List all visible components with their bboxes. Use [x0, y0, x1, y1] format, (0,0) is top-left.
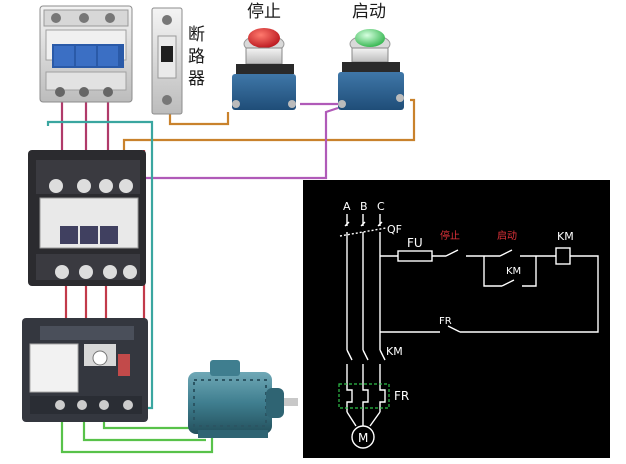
schematic-stop-label: 停止 [440, 229, 460, 242]
phase-b-label: B [360, 200, 368, 213]
phase-c-label: C [377, 200, 385, 213]
fr-contact-label: FR [439, 316, 452, 327]
schematic-start-label: 启动 [497, 229, 517, 242]
motor-photo [188, 360, 298, 438]
km-coil-label: KM [557, 230, 574, 243]
contactor [28, 150, 146, 286]
stop-button [232, 28, 296, 110]
qf-label: QF [387, 223, 402, 236]
wire-orange-start-contactor [122, 98, 416, 168]
fr-box [338, 383, 390, 409]
wire-green-1 [60, 412, 214, 454]
fu-label: FU [407, 236, 423, 250]
schematic-panel: A B C QF [303, 180, 610, 458]
stop-label: 停止 [247, 2, 281, 22]
breaker-label-char-1: 断 [188, 25, 205, 45]
km-aux-label: KM [506, 266, 521, 277]
start-label: 启动 [352, 2, 386, 22]
phase-a-label: A [343, 200, 351, 213]
motor-label: M [358, 431, 368, 445]
three-pole-breaker [39, 5, 133, 103]
control-breaker [151, 7, 183, 115]
breaker-label: 断 路 器 [188, 25, 205, 89]
start-button [338, 29, 404, 110]
fr-element-label: FR [394, 389, 409, 403]
breaker-label-char-3: 器 [188, 69, 205, 89]
breaker-label-char-2: 路 [188, 47, 205, 67]
thermal-overload-relay [22, 318, 148, 422]
schematic-lines [339, 214, 599, 449]
km-main-label: KM [386, 345, 403, 358]
